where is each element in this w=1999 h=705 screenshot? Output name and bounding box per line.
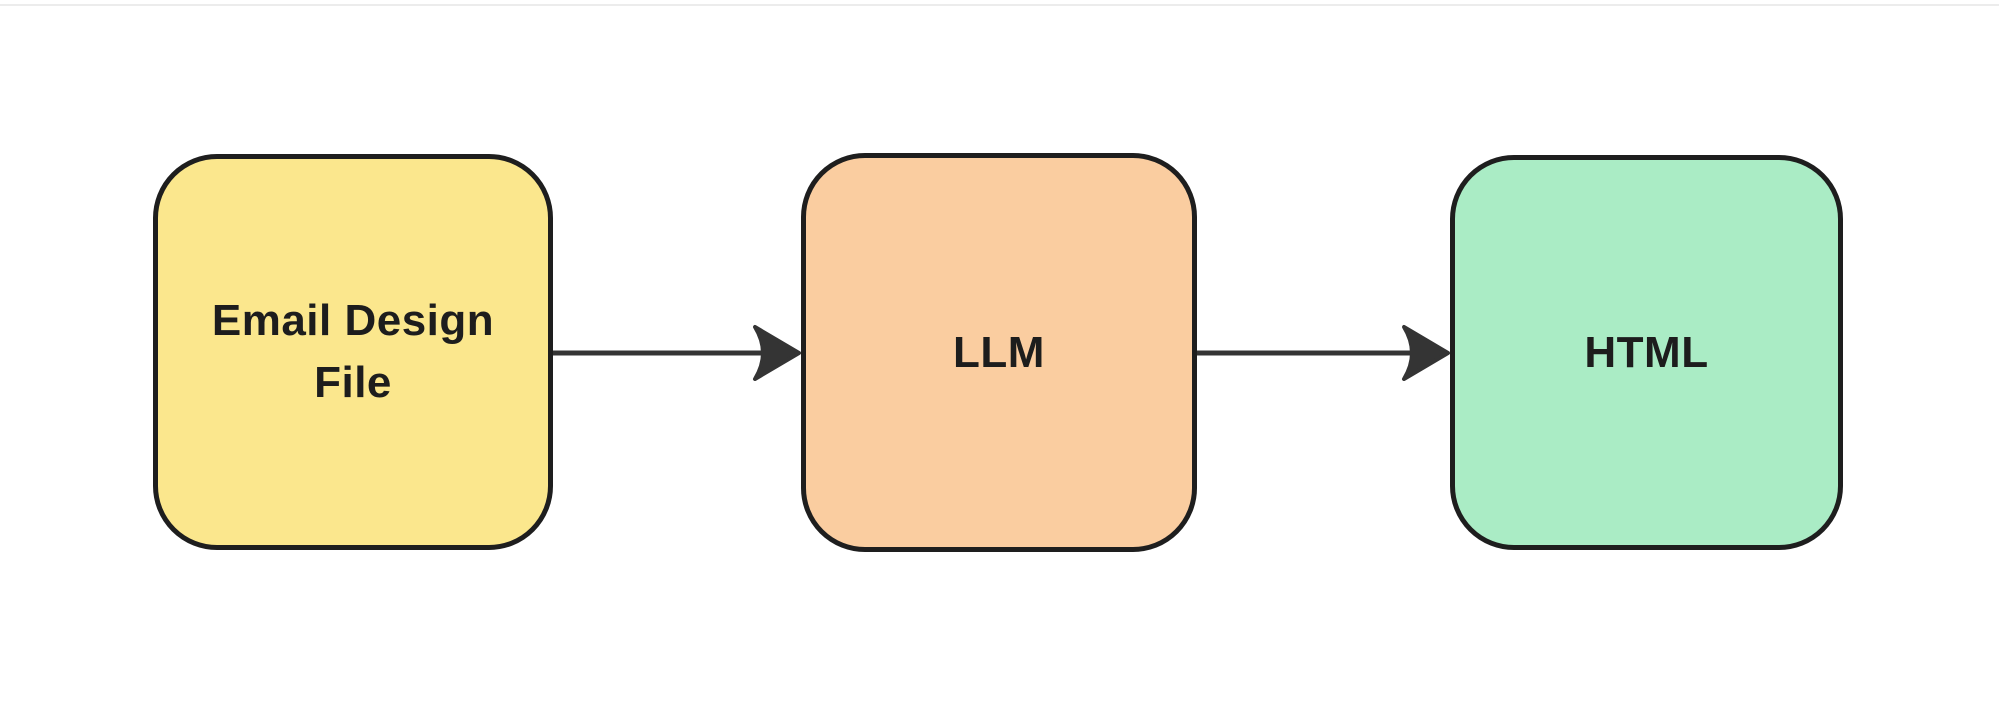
node-html-label: HTML <box>1584 327 1709 377</box>
arrow-email-design-file-to-llm <box>553 325 801 381</box>
node-email-design-file-label: Email Design File <box>211 296 495 407</box>
arrowhead-icon <box>1402 325 1450 381</box>
node-email-design-file[interactable]: Email Design File <box>153 154 553 550</box>
node-llm[interactable]: LLM <box>801 153 1197 552</box>
arrow-llm-to-html <box>1197 325 1450 381</box>
arrowhead-icon <box>753 325 801 381</box>
node-html[interactable]: HTML <box>1450 155 1843 550</box>
top-hairline-divider <box>0 4 1999 6</box>
node-llm-label: LLM <box>953 327 1045 377</box>
